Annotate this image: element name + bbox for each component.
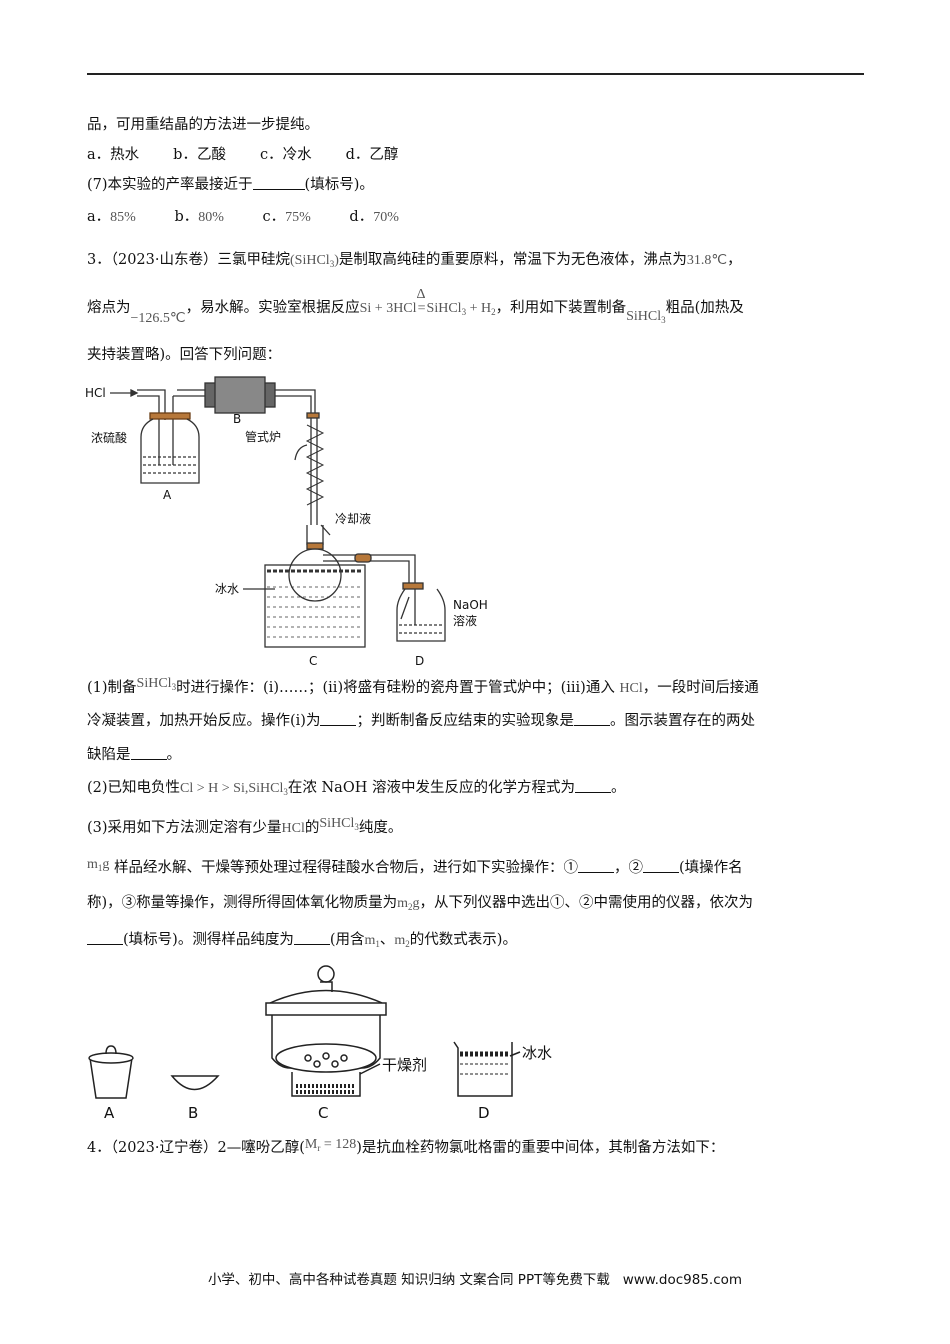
label-solution: 溶液 bbox=[453, 613, 477, 628]
svg-text:D: D bbox=[478, 1104, 490, 1122]
svg-text:A: A bbox=[104, 1104, 115, 1122]
label-furnace: 管式炉 bbox=[245, 429, 281, 444]
q7-options: a．85% b．80% c．75% d．70% bbox=[87, 207, 433, 228]
label-b: B bbox=[233, 412, 241, 426]
p1-line1: (1)制备SiHCl3时进行操作：(i)……；(ii)将盛有硅粉的瓷舟置于管式炉… bbox=[87, 676, 759, 696]
option-b: b．乙酸 bbox=[173, 147, 226, 163]
arrow-icon bbox=[294, 444, 308, 461]
svg-text:冰水: 冰水 bbox=[522, 1044, 552, 1062]
label-a: A bbox=[163, 488, 172, 502]
q7-stem: (7)本实验的产率最接近于 (填标号)。 bbox=[87, 175, 374, 195]
p4-line2: 称)，③称量等操作，测得所得固体氧化物质量为m2g，从下列仪器中选出①、②中需使… bbox=[87, 895, 754, 912]
option-d: d．70% bbox=[349, 209, 399, 225]
q3-line1: 3．（2023·山东卷）三氯甲硅烷(SiHCl3)是制取高纯硅的重要原料，常温下… bbox=[87, 252, 742, 269]
crucible-a: A bbox=[88, 1045, 134, 1122]
evaporating-dish-b: B bbox=[170, 1075, 220, 1122]
p4-line3: (填标号)。测得样品纯度为(用含m1、m2的代数式表示)。 bbox=[87, 930, 517, 954]
q4-line: 4．（2023·辽宁卷）2—噻吩乙醇(Mr = 128)是抗血栓药物氯吡格雷的重… bbox=[87, 1137, 725, 1156]
option-c: c．75% bbox=[262, 209, 311, 225]
footer-link[interactable]: www.doc985.com bbox=[622, 1272, 743, 1288]
svg-text:B: B bbox=[188, 1104, 198, 1122]
svg-text:干燥剂: 干燥剂 bbox=[382, 1056, 427, 1074]
option-c: c．冷水 bbox=[259, 147, 312, 163]
label-conc-acid: 浓硫酸 bbox=[91, 430, 127, 445]
footer-text: 小学、初中、高中各种试卷真题 知识归纳 文案合同 PPT等免费下载 bbox=[207, 1272, 610, 1288]
text-line: 品，可用重结晶的方法进一步提纯。 bbox=[87, 117, 319, 133]
label-c: C bbox=[309, 654, 317, 668]
p1-line3: 缺陷是。 bbox=[87, 747, 181, 763]
answer-blank bbox=[252, 175, 305, 190]
instruments-diagram-2: A B 干燥剂 C 冰水 D bbox=[88, 965, 552, 1122]
option-d: d．乙醇 bbox=[345, 147, 399, 163]
label-coolant: 冷却液 bbox=[335, 511, 371, 526]
p4-line1: m1g 样品经水解、干燥等预处理过程得硅酸水合物后，进行如下实验操作：①，②(填… bbox=[87, 857, 743, 876]
label-naoh: NaOH bbox=[453, 598, 488, 612]
q7-prefix: (7)本实验的产率最接近于 bbox=[87, 177, 253, 193]
p2-line: (2)已知电负性Cl > H > Si,SiHCl3在浓 NaOH 溶液中发生反… bbox=[87, 780, 626, 797]
beaker-d: 冰水 D bbox=[453, 1041, 552, 1122]
footer: 小学、初中、高中各种试卷真题 知识归纳 文案合同 PPT等免费下载 www.do… bbox=[0, 1268, 950, 1288]
label-d: D bbox=[415, 654, 424, 668]
q3-line3: 夹持装置略)。回答下列问题： bbox=[87, 347, 282, 363]
option-a: a．热水 bbox=[87, 147, 140, 163]
q6-options: a．热水 b．乙酸 c．冷水 d．乙醇 bbox=[87, 145, 432, 165]
p1-line2: 冷凝装置，加热开始反应。操作(i)为；判断制备反应结束的实验现象是。图示装置存在… bbox=[87, 713, 755, 729]
q7-suffix: (填标号)。 bbox=[304, 177, 374, 193]
p3-line: (3)采用如下方法测定溶有少量HCl的SiHCl3纯度。 bbox=[87, 816, 403, 836]
label-hcl: HCl bbox=[85, 386, 106, 400]
label-ice-water: 冰水 bbox=[215, 582, 239, 596]
option-b: b．80% bbox=[174, 209, 224, 225]
svg-text:C: C bbox=[318, 1104, 328, 1122]
header-rule bbox=[87, 73, 864, 75]
option-a: a．85% bbox=[87, 209, 136, 225]
apparatus-diagram-1: HCl 浓硫酸 A B 管式炉 冷却液 冰水 C NaOH 溶液 D bbox=[85, 376, 488, 668]
desiccator-c: 干燥剂 C bbox=[265, 965, 427, 1122]
